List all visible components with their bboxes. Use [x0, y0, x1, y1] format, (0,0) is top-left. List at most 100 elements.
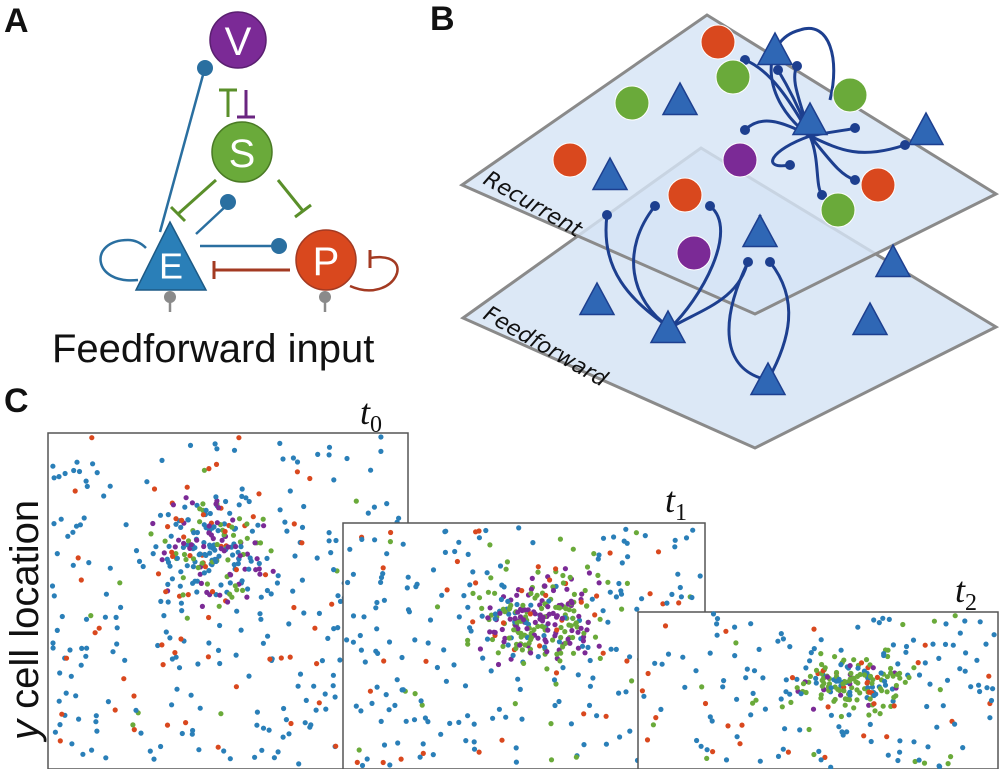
cell-dot	[499, 626, 505, 633]
cell-dot	[874, 674, 881, 681]
cell-dot	[214, 498, 220, 504]
cell-dot	[682, 684, 688, 690]
cell-dot	[255, 522, 261, 528]
cell-dot	[161, 550, 167, 556]
cell-dot	[885, 647, 891, 653]
cell-dot	[281, 705, 287, 712]
excitatory-neuron	[741, 213, 779, 248]
cell-dot	[423, 658, 429, 664]
cell-dot	[816, 748, 822, 755]
cell-dot	[586, 702, 593, 709]
cell-dot	[748, 621, 754, 627]
cell-dot	[335, 593, 341, 599]
cell-dot	[107, 483, 113, 489]
cell-dot	[488, 612, 494, 618]
cell-dot	[344, 637, 350, 643]
cell-dot	[868, 738, 874, 745]
cell-dot	[573, 621, 579, 627]
cell-dot	[456, 539, 462, 545]
cell-dot	[940, 703, 946, 709]
cell-dot	[528, 586, 535, 592]
cell-dot	[413, 584, 419, 590]
cell-dot	[576, 613, 582, 619]
cell-dot	[511, 627, 517, 633]
cell-dot	[178, 636, 184, 642]
cell-dot	[123, 522, 129, 528]
cell-dot	[854, 697, 860, 703]
cell-dot	[470, 590, 476, 597]
cell-dot	[103, 591, 109, 597]
cell-dot	[702, 700, 709, 707]
cell-dot	[221, 521, 227, 527]
cell-dot	[73, 523, 80, 529]
cell-dot	[597, 655, 603, 662]
cell-dot	[818, 637, 824, 643]
cell-dot	[559, 615, 566, 621]
cell-dot	[645, 670, 651, 677]
cell-dot	[884, 734, 890, 740]
cell-dot	[378, 579, 384, 586]
cell-dot	[151, 486, 158, 492]
cell-dot	[580, 638, 587, 644]
connection-curve	[809, 134, 906, 154]
cell-dot	[550, 587, 557, 594]
cell-dot	[775, 753, 782, 760]
cell-dot	[461, 593, 467, 599]
excitatory-neuron	[756, 31, 794, 66]
cell-dot	[88, 613, 94, 619]
cell-dot	[430, 567, 437, 573]
cell-dot	[984, 685, 990, 691]
cell-dot	[467, 582, 473, 588]
p-self-loop	[349, 255, 399, 292]
cell-dot	[642, 533, 648, 539]
cell-dot	[181, 534, 187, 540]
cell-dot	[210, 545, 216, 551]
cell-dot	[463, 738, 469, 744]
cell-dot	[244, 535, 250, 541]
cell-dot	[524, 626, 530, 632]
cell-dot	[194, 502, 200, 508]
cell-dot	[623, 689, 629, 695]
cell-dot	[155, 642, 161, 649]
cell-dot	[419, 702, 425, 708]
cell-dot	[297, 671, 304, 677]
cell-dot	[847, 663, 853, 669]
cell-dot	[73, 693, 79, 699]
pv-neuron	[667, 177, 703, 213]
cell-dot	[535, 654, 541, 660]
panel-letter-a: A	[4, 2, 29, 40]
excitatory-neuron	[661, 81, 699, 116]
cell-dot	[59, 613, 65, 620]
cell-dot	[378, 574, 385, 581]
cell-dot	[117, 580, 123, 586]
cell-dot	[880, 615, 886, 621]
cell-dot	[693, 668, 699, 674]
cell-dot	[539, 605, 545, 612]
cell-dot	[570, 615, 576, 621]
cell-dot	[822, 754, 828, 761]
cell-dot	[405, 607, 412, 613]
cell-dot	[495, 661, 502, 668]
cell-dot	[180, 575, 186, 581]
cell-dot	[290, 588, 296, 594]
cell-dot	[675, 571, 681, 577]
cell-dot	[81, 515, 87, 521]
cell-dot	[838, 662, 844, 668]
cell-dot	[532, 619, 538, 626]
cell-dot	[398, 756, 404, 762]
cell-dot	[199, 560, 205, 566]
cell-dot	[709, 718, 715, 724]
cell-dot	[534, 592, 540, 598]
cell-dot	[216, 553, 222, 559]
cell-dot	[837, 687, 843, 694]
cell-dot	[399, 687, 405, 693]
cell-dot	[331, 626, 337, 632]
cell-dot	[948, 754, 954, 760]
cell-dot	[75, 555, 81, 561]
cell-dot	[665, 651, 672, 657]
cell-dot	[503, 566, 509, 572]
cell-dot	[798, 691, 804, 697]
panel-b: B Feedforward Recurrent	[430, 0, 1000, 450]
cell-dot	[551, 677, 558, 683]
cell-dot	[846, 678, 853, 684]
